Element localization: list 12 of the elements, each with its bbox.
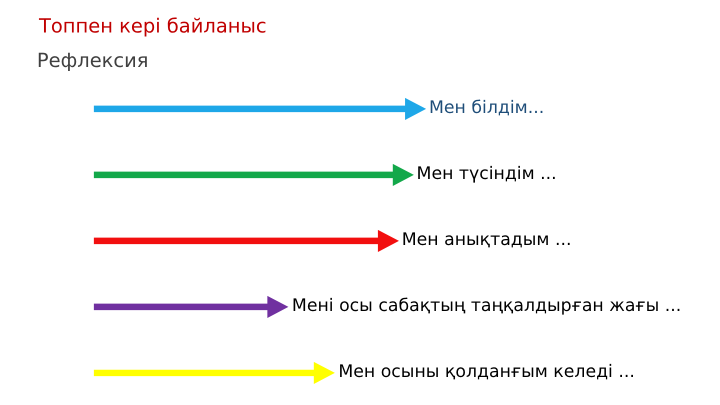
arrow [94,230,399,252]
arrow [94,362,335,384]
node-text: Мен анықтадым ... [402,230,572,250]
node-text: Мен осыны қолданғым келеді ... [338,362,635,382]
node-text: Мен білдім... [429,98,544,118]
diagram-title: Топпен кері байланыс [38,14,267,38]
node-text: Мен түсіндім ... [416,164,557,184]
arrow [94,164,414,186]
label: Рефлексия [36,49,149,72]
node-text: Мені осы сабақтың таңқалдырған жағы ... [292,296,682,316]
arrow [94,296,288,318]
arrow [94,98,426,120]
